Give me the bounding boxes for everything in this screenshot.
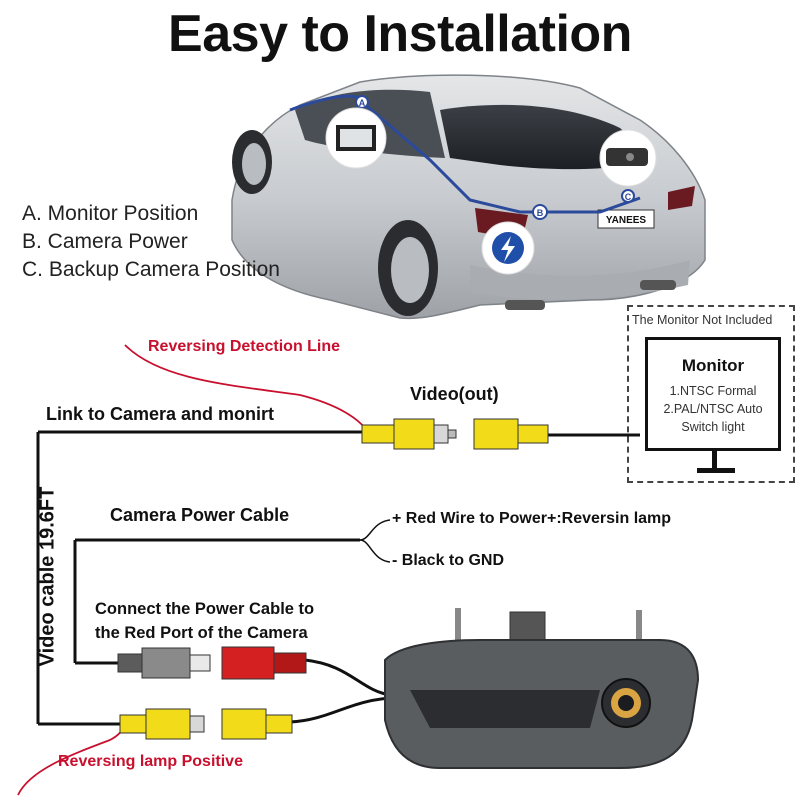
- power-connector-red: [221, 646, 307, 680]
- position-legend: A. Monitor Position B. Camera Power C. B…: [22, 200, 280, 284]
- monitor-spec-3: Switch light: [681, 420, 745, 434]
- page-title: Easy to Installation: [168, 5, 632, 63]
- monitor-screen: Monitor 1.NTSC Formal 2.PAL/NTSC Auto Sw…: [645, 337, 781, 451]
- svg-text:B: B: [537, 208, 544, 218]
- monitor-specs: 1.NTSC Formal 2.PAL/NTSC Auto Switch lig…: [648, 382, 778, 436]
- black-wire-label: - Black to GND: [392, 552, 505, 569]
- red-wire-label: + Red Wire to Power+:Reversin lamp: [392, 510, 672, 527]
- power-connector-gray: [117, 647, 211, 679]
- monitor-dashed-box: [627, 305, 795, 483]
- reversing-connector-male: [119, 708, 205, 740]
- connect-power-line2: the Red Port of the Camera: [95, 624, 308, 642]
- marker-b: B: [532, 204, 548, 220]
- marker-a: A: [355, 95, 369, 109]
- connect-power-line1: Connect the Power Cable to: [95, 600, 315, 618]
- plate-text: YANEES: [606, 215, 647, 226]
- legend-item-a: A. Monitor Position: [22, 202, 199, 225]
- reversing-lamp-label: Reversing lamp Positive: [58, 753, 243, 770]
- video-out-label: Video(out): [410, 384, 499, 404]
- monitor-title: Monitor: [681, 356, 745, 375]
- monitor-spec-2: 2.PAL/NTSC Auto: [663, 402, 763, 416]
- svg-text:C: C: [625, 192, 632, 202]
- reversing-detection-pointer: [124, 344, 369, 433]
- reversing-detection-label: Reversing Detection Line: [148, 338, 341, 355]
- marker-c: C: [621, 189, 635, 203]
- video-connector-female: [473, 418, 549, 450]
- svg-text:A: A: [359, 98, 366, 108]
- camera-bubble-icon: [599, 129, 657, 187]
- backup-camera-unit: [384, 608, 700, 769]
- link-camera-label: Link to Camera and monirt: [46, 404, 275, 424]
- power-bolt-icon: [481, 221, 535, 275]
- connect-power-note: Connect the Power Cable to the Red Port …: [95, 597, 314, 645]
- monitor-spec-1: 1.NTSC Formal: [669, 384, 757, 398]
- legend-item-c: C. Backup Camera Position: [22, 258, 280, 281]
- monitor-not-included-caption: The Monitor Not Included: [632, 313, 773, 327]
- legend-item-b: B. Camera Power: [22, 230, 188, 253]
- monitor-bubble-icon: [325, 107, 387, 169]
- video-cable-label: Video cable 19.6FT: [36, 486, 59, 667]
- reversing-connector-female: [221, 708, 293, 740]
- video-connector-male: [361, 418, 457, 450]
- camera-power-cable-label: Camera Power Cable: [110, 505, 290, 525]
